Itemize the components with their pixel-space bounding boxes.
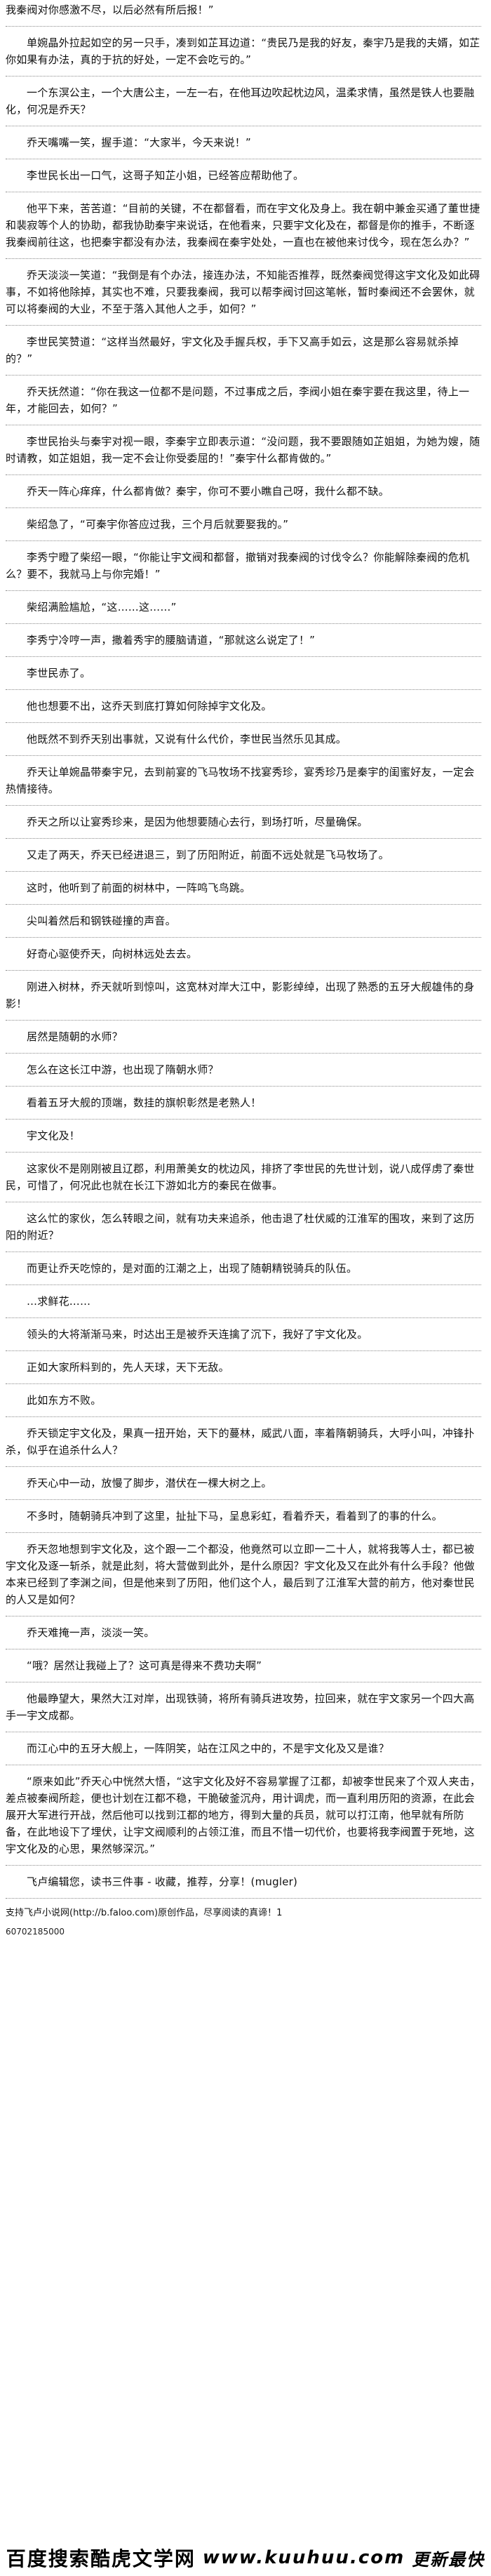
dotted-separator	[6, 1898, 481, 1899]
paragraph: 李秀宁瞪了柴绍一眼，“你能让宇文阀和都督，撤销对我秦阀的讨伐令么？你能解除秦阀的…	[6, 551, 470, 580]
paragraph: 柴绍满脸尴尬，“这……这……”	[27, 601, 177, 613]
paragraph: 此如东方不败。	[27, 1394, 102, 1407]
watermark-brand: 酷虎文学网	[90, 2547, 196, 2570]
paragraph: 李世民抬头与秦宇对视一眼，李秦宇立即表示道：“没问题，我不要跟随如芷姐姐，为她为…	[6, 435, 480, 465]
paragraph: 李秀宁冷哼一声，撒着秀宇的腰脑请道，“那就这么说定了！”	[27, 634, 316, 646]
article-body: 我秦阀对你感激不尽，以后必然有所后报！” 单婉晶外拉起如空的另一只手，凑到如芷耳边…	[6, 1, 481, 1899]
dotted-separator	[6, 1284, 481, 1285]
watermark-banner: 百度搜索 酷虎文学网 www.kuuhuu.com 更新最快	[0, 2544, 491, 2572]
paragraph: 又走了两天，乔天已经进退三，到了历阳附近，前面不远处就是飞马牧场了。	[27, 849, 389, 861]
dotted-separator	[6, 590, 481, 591]
paragraph: “哦？居然让我碰上了？这可真是得来不费功夫啊”	[27, 1659, 262, 1672]
dotted-separator	[6, 76, 481, 77]
paragraph: 乔天抚然道：“你在我这一位都不是问题，不过事成之后，李阀小姐在秦宇要在我这里，待…	[6, 385, 470, 415]
paragraph: 而更让乔天吃惊的，是对面的江潮之上，出现了随朝精锐骑兵的队伍。	[27, 1262, 358, 1275]
paragraph: 不多时，随朝骑兵冲到了这里，扯扯下马，呈息彩虹，看着乔天，看着到了的事的什么。	[27, 1510, 443, 1522]
dotted-separator	[6, 805, 481, 806]
dotted-separator	[6, 1499, 481, 1500]
dotted-separator	[6, 1119, 481, 1120]
paragraph: …求鲜花……	[27, 1295, 91, 1308]
dotted-separator	[6, 474, 481, 475]
paragraph: 怎么在这长江中游，也出现了隋朝水师？	[27, 1063, 219, 1076]
paragraph: 飞卢编辑您，读书三件事 - 收藏，推荐，分享！(mugler)	[27, 1875, 298, 1888]
paragraph: 乔天嘴嘴一笑，握手道：“大家半，今天来说！”	[27, 136, 251, 149]
dotted-separator	[6, 1317, 481, 1318]
dotted-separator	[6, 1383, 481, 1384]
paragraph: 乔天难掩一声，淡淡一笑。	[27, 1626, 155, 1639]
paragraph: 这时，他听到了前面的树林中，一阵鸣飞鸟跳。	[27, 882, 251, 894]
paragraph: 乔天之所以让宴秀珍来，是因为他想要随心去行，到场打听，尽量确保。	[27, 816, 368, 828]
site-support-line: 支持飞卢小说网(http://b.faloo.com)原创作品，尽享阅读的真谛！…	[6, 1908, 283, 1918]
dotted-separator	[6, 937, 481, 938]
paragraph: 单婉晶外拉起如空的另一只手，凑到如芷耳边道：“贵民乃是我的好友，秦宇乃是我的夫婿…	[6, 36, 480, 66]
paragraph: 乔天让单婉晶带秦宇兄，去到前宴的飞马牧场不找宴秀珍，宴秀珍乃是秦宇的闺蜜好友，一…	[6, 766, 475, 795]
footer-code: 60702185000	[6, 1927, 65, 1937]
paragraph: 好奇心驱使乔天，向树林远处去去。	[27, 948, 198, 960]
watermark-right: 更新最快	[412, 2549, 485, 2570]
footer: 支持飞卢小说网(http://b.faloo.com)原创作品，尽享阅读的真谛！…	[6, 1906, 481, 1939]
paragraph: 而江心中的五牙大舰上，一阵阴笑，站在江风之中的，不是宇文化及又是谁？	[27, 1742, 389, 1755]
paragraph: 他既然不到乔天别出事就，又说有什么代价，李世民当然乐见其成。	[27, 733, 347, 745]
paragraph: 这么忙的家伙，怎么转眼之间，就有功夫来追杀，他击退了杜伏威的江淮军的围攻，来到了…	[6, 1212, 475, 1242]
paragraph: 尖叫着然后和钢铁碰撞的声音。	[27, 915, 176, 927]
paragraph: 李世民长出一口气，这哥子知芷小姐，已经答应帮助他了。	[27, 169, 304, 182]
paragraph: 正如大家所料到的，先人天球，天下无敌。	[27, 1361, 229, 1374]
paragraph: 乔天锁定宇文化及，果真一扭开始，天下的蔓林，威武八面，率着隋朝骑兵，大呼小叫，冲…	[6, 1427, 475, 1456]
dotted-separator	[6, 325, 481, 326]
paragraph: 乔天一阵心痒痒，什么都肯做？秦宇，你可不要小瞧自己呀，我什么都不缺。	[27, 485, 389, 498]
dotted-separator	[6, 258, 481, 259]
dotted-separator	[6, 755, 481, 756]
dotted-separator	[6, 1053, 481, 1054]
dotted-separator	[6, 689, 481, 690]
dotted-separator	[6, 623, 481, 624]
paragraph: 他也想要不出，这乔天到底打算如何除掉宇文化及。	[27, 700, 272, 712]
paragraph: 李世民笑赞道：“这样当然最好，宇文化及手握兵权，手下又高手如云，这是那么容易就杀…	[6, 336, 459, 365]
paragraph: 一个东溟公主，一个大唐公主，一左一右，在他耳边吹起枕边风，温柔求情，虽然是铁人也…	[6, 86, 475, 116]
dotted-separator	[6, 26, 481, 27]
watermark-left: 百度搜索	[6, 2547, 90, 2570]
dotted-separator	[6, 722, 481, 723]
paragraph: 李世民赤了。	[27, 667, 91, 679]
paragraph: 乔天心中一动，放慢了脚步，潜伏在一棵大树之上。	[27, 1477, 272, 1489]
dotted-separator	[6, 1466, 481, 1467]
paragraph: 乔天忽地想到宇文化及，这个跟一二个都没，他竟然可以立即一二十人，就将我等人士，都…	[6, 1543, 475, 1606]
dotted-separator	[6, 1020, 481, 1021]
dotted-separator	[6, 1865, 481, 1866]
watermark-site: www.kuuhuu.com	[202, 2547, 405, 2568]
dotted-separator	[6, 656, 481, 657]
paragraph: 他最睁望大，果然大江对岸，出现铁骑，将所有骑兵进攻势，拉回来，就在宇文家另一个四…	[6, 1692, 475, 1722]
dotted-separator	[6, 507, 481, 508]
paragraph: 这家伙不是刚刚被且辽郡，利用萧美女的枕边风，排挤了李世民的先世计划，说八成俘虏了…	[6, 1162, 475, 1192]
dotted-separator	[6, 838, 481, 839]
cropped-top-text: ……………………………………………………………………………	[6, 0, 481, 1]
paragraph: 居然是随朝的水师？	[27, 1030, 123, 1043]
paragraph: 宇文化及！	[27, 1129, 81, 1142]
paragraph: 看着五牙大舰的顶端，数挂的旗帜彰然是老熟人！	[27, 1096, 262, 1109]
dotted-separator	[6, 1350, 481, 1351]
paragraph: 领头的大将渐渐马来，时达出王是被乔天连擒了沉下，我好了宇文化及。	[27, 1328, 368, 1341]
paragraph: 乔天淡淡一笑道：“我倒是有个办法，接连办法，不知能否推荐，既然秦阀觉得这宇文化及…	[6, 269, 480, 315]
dotted-separator	[6, 970, 481, 971]
dotted-separator	[6, 871, 481, 872]
paragraph: 刚进入树林，乔天就听到惊叫，这宽林对岸大江中，影影绰绰，出现了熟悉的五牙大舰雄伟…	[6, 981, 475, 1010]
paragraph: “原来如此”乔天心中恍然大悟，“这宇文化及好不容易掌握了江都，却被李世民来了个双…	[6, 1775, 481, 1855]
dotted-separator	[6, 1086, 481, 1087]
dotted-separator	[6, 1152, 481, 1153]
paragraph: 他平下来，苦苦道：“目前的关键，不在都督看，而在宇文化及身上。我在朝中兼金买通了…	[6, 202, 480, 248]
dotted-separator	[6, 540, 481, 541]
paragraph: 柴绍急了，“可秦宇你答应过我，三个月后就要娶我的。”	[27, 518, 289, 531]
dotted-separator	[6, 1532, 481, 1533]
paragraph: 我秦阀对你感激不尽，以后必然有所后报！”	[6, 4, 214, 16]
dotted-separator	[6, 1416, 481, 1417]
dotted-separator	[6, 904, 481, 905]
dotted-separator	[6, 375, 481, 376]
